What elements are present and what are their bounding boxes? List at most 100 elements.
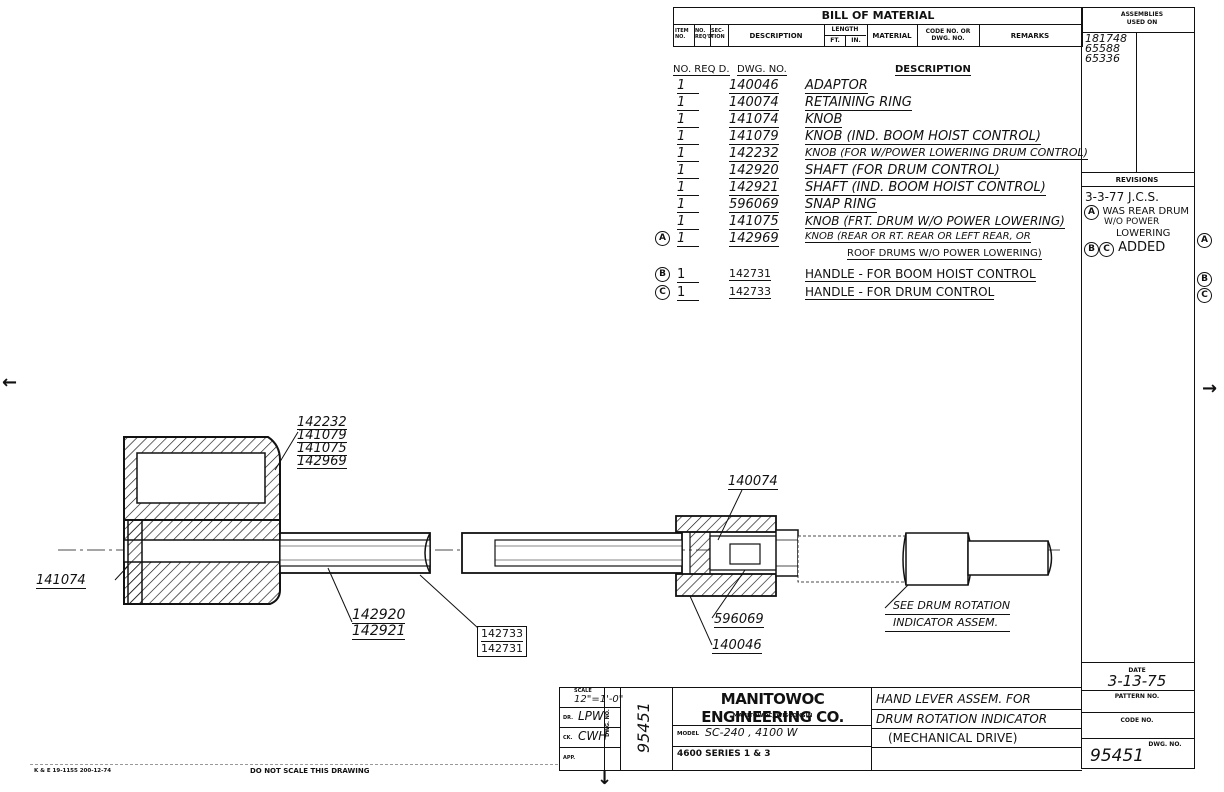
item-dwg: 596069 [729, 197, 779, 213]
date-label: DATE [1128, 667, 1146, 674]
item-qty: 1 [677, 180, 699, 196]
dwg-no-label-vertical: DWG. NO. [604, 709, 611, 737]
item-qty: 1 [677, 146, 699, 162]
form-number: K & E 19-1155 200-12-74 [34, 768, 112, 774]
bom-col-item: ITEM NO. [675, 28, 689, 40]
item-dwg: 142969 [729, 231, 779, 247]
item-dwg: 140074 [729, 95, 779, 111]
ck-value: CWH [578, 729, 608, 743]
model-value: SC-240 , 4100 W [705, 726, 798, 739]
item-dwg: 141079 [729, 129, 779, 145]
company-name: MANITOWOC ENGINEERING CO. [701, 690, 844, 726]
assembly-number: 65336 [1085, 52, 1120, 65]
bom-col-description: DESCRIPTION [749, 32, 803, 40]
assembly-number: 181748 [1085, 32, 1127, 45]
bom-list-header: NO. REQ D. DWG. NO. DESCRIPTION [673, 64, 1093, 80]
app-label: APP. [563, 755, 576, 761]
margin-mark-a: A [1197, 233, 1212, 248]
item-desc: ADAPTOR [805, 78, 868, 94]
adaptor-section [675, 515, 799, 597]
series-value: 4600 SERIES 1 & 3 [677, 749, 771, 759]
dwg-number: 95451 [1090, 746, 1145, 766]
item-dwg: 141075 [729, 214, 779, 230]
rev-mark-c: C [1099, 242, 1114, 257]
item-desc: SNAP RING [805, 197, 877, 213]
pattern-label: PATTERN NO. [1114, 693, 1160, 700]
callout-adaptor: 140046 [712, 638, 762, 654]
date-value: 3-13-75 [1107, 672, 1167, 690]
item-dwg: 142232 [729, 146, 779, 162]
ck-label: CK. [563, 735, 573, 741]
item-desc-cont: ROOF DRUMS W/O POWER LOWERING) [847, 248, 1042, 260]
callout-knob: 141074 [36, 573, 86, 589]
revision-date: 3-3-77 J.C.S. [1085, 190, 1159, 204]
shaft-section [279, 532, 683, 574]
assemblies-header: ASSEMBLIES USED ON [1120, 11, 1164, 26]
drawing-title-line3: (MECHANICAL DRIVE) [888, 731, 1018, 745]
scale-note: DO NOT SCALE THIS DRAWING [250, 767, 370, 775]
callout-141075: 141075 [297, 441, 347, 456]
bom-col-code: CODE NO. OR DWG. NO. [925, 28, 971, 42]
item-qty: 1 [677, 285, 699, 301]
item-dwg: 142733 [729, 285, 771, 299]
item-desc: KNOB (REAR OR RT. REAR OR LEFT REAR, OR [805, 231, 1031, 243]
item-dwg: 142921 [729, 180, 779, 196]
see-note-line2: INDICATOR ASSEM. [885, 615, 1011, 632]
knob-section [123, 436, 281, 605]
scale-value: 12"=1'-0" [574, 694, 624, 705]
title-block [559, 687, 1082, 771]
item-desc: SHAFT (FOR DRUM CONTROL) [805, 163, 1000, 179]
item-mark-c: C [655, 285, 670, 300]
rev-mark-b: B [1084, 242, 1099, 257]
item-qty: 1 [677, 197, 699, 213]
callout-142731: 142731 [481, 642, 523, 655]
dwg-label: DWG. NO. [1148, 741, 1182, 748]
item-qty: 1 [677, 214, 699, 230]
item-desc: KNOB (FOR W/POWER LOWERING DRUM CONTROL) [805, 146, 1088, 160]
item-desc: SHAFT (IND. BOOM HOIST CONTROL) [805, 180, 1046, 196]
bom-list: 1 140046 ADAPTOR 1 140074 RETAINING RING… [655, 78, 1088, 303]
item-dwg: 142731 [729, 267, 771, 281]
drawing-title-line1: HAND LEVER ASSEM. FOR [876, 692, 1031, 706]
rev-a-line1: WAS REAR DRUM [1102, 206, 1190, 217]
item-dwg: 142920 [729, 163, 779, 179]
see-note-line1: SEE DRUM ROTATION [885, 598, 1011, 615]
scale-label: SCALE [574, 688, 592, 694]
item-qty: 1 [677, 231, 699, 247]
rev-a-line3: LOWERING [1116, 228, 1171, 239]
dwg-no-vertical: 95451 [633, 702, 653, 753]
model-label: MODEL [677, 731, 699, 737]
left-center-arrow-icon: ← [2, 372, 18, 393]
item-desc: KNOB (FRT. DRUM W/O POWER LOWERING) [805, 214, 1065, 229]
item-qty: 1 [677, 95, 699, 111]
list-header-noreq: NO. REQ D. [673, 64, 730, 76]
callout-141079: 141079 [297, 428, 347, 443]
callout-142920: 142920 [352, 607, 406, 624]
callout-snap-ring: 596069 [714, 612, 764, 628]
callout-142921: 142921 [352, 623, 406, 640]
bom-col-length: LENGTH [831, 26, 859, 33]
callout-142733: 142733 [481, 627, 523, 642]
item-qty: 1 [677, 129, 699, 145]
rev-a-line2: W/O POWER [1104, 217, 1160, 227]
item-desc: HANDLE - FOR DRUM CONTROL [805, 285, 995, 300]
list-header-dwg: DWG. NO. [737, 64, 787, 76]
bom-col-material: MATERIAL [872, 32, 912, 40]
right-center-arrow-icon: → [1202, 378, 1218, 399]
item-desc: HANDLE - FOR BOOM HOIST CONTROL [805, 267, 1036, 282]
rev-mark-a: A [1084, 205, 1099, 220]
code-label: CODE NO. [1120, 717, 1154, 724]
cable-section [797, 532, 1053, 586]
item-mark-a: A [655, 231, 670, 246]
dr-label: DR. [563, 715, 573, 721]
see-note: SEE DRUM ROTATION INDICATOR ASSEM. [885, 598, 1011, 632]
item-desc: RETAINING RING [805, 95, 912, 111]
item-desc: KNOB (IND. BOOM HOIST CONTROL) [805, 129, 1041, 145]
item-qty: 1 [677, 112, 699, 128]
item-qty: 1 [677, 163, 699, 179]
bottom-center-arrow-icon: ↓ [597, 768, 613, 789]
item-mark-b: B [655, 267, 670, 282]
dr-value: LPW [578, 709, 604, 723]
